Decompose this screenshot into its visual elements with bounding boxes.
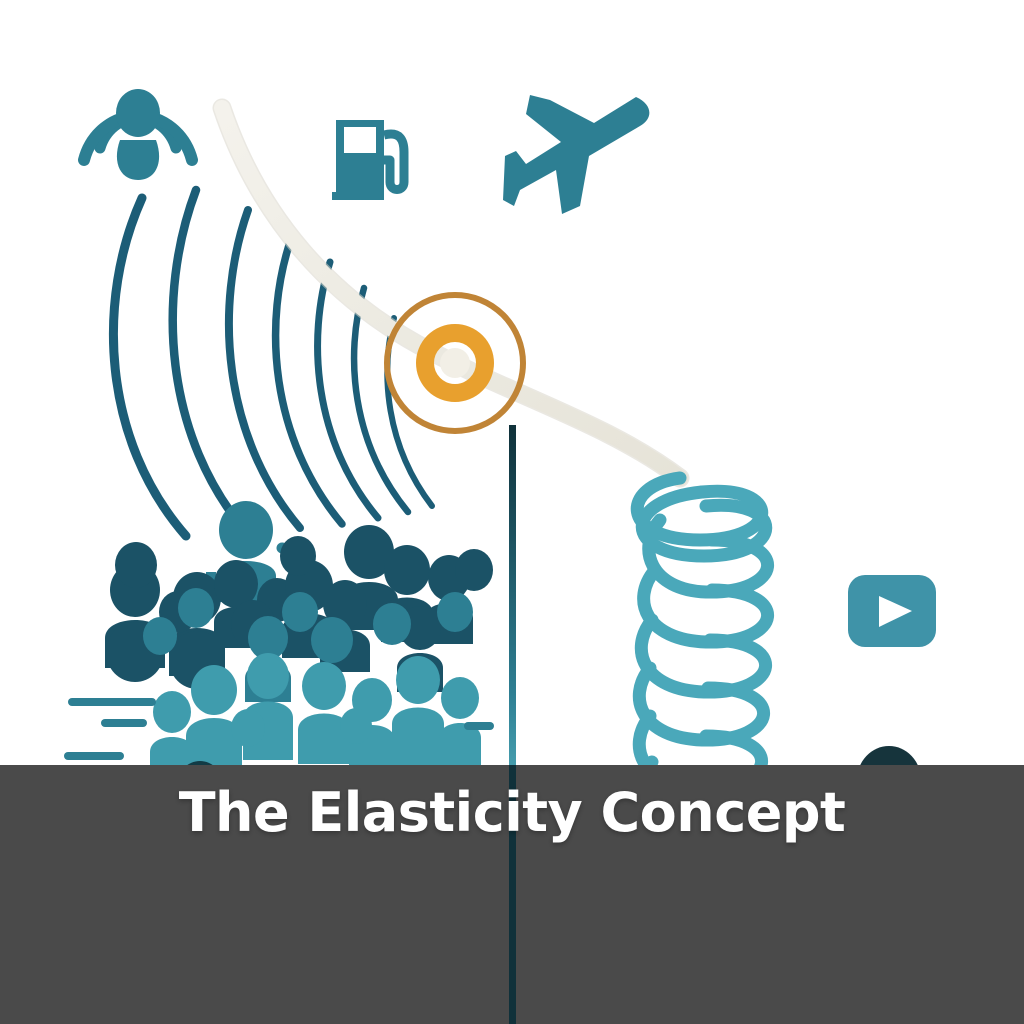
signal-arcs bbox=[108, 185, 435, 541]
airplane-icon bbox=[503, 95, 650, 214]
crowd-dense-left bbox=[64, 501, 494, 768]
divider-over-band bbox=[509, 765, 516, 1024]
elasticity-point-marker bbox=[384, 292, 526, 434]
fuel-pump-icon bbox=[332, 120, 409, 200]
podcast-broadcast-icon bbox=[78, 89, 198, 180]
page-title: The Elasticity Concept bbox=[178, 781, 846, 844]
play-button-icon bbox=[848, 575, 936, 647]
